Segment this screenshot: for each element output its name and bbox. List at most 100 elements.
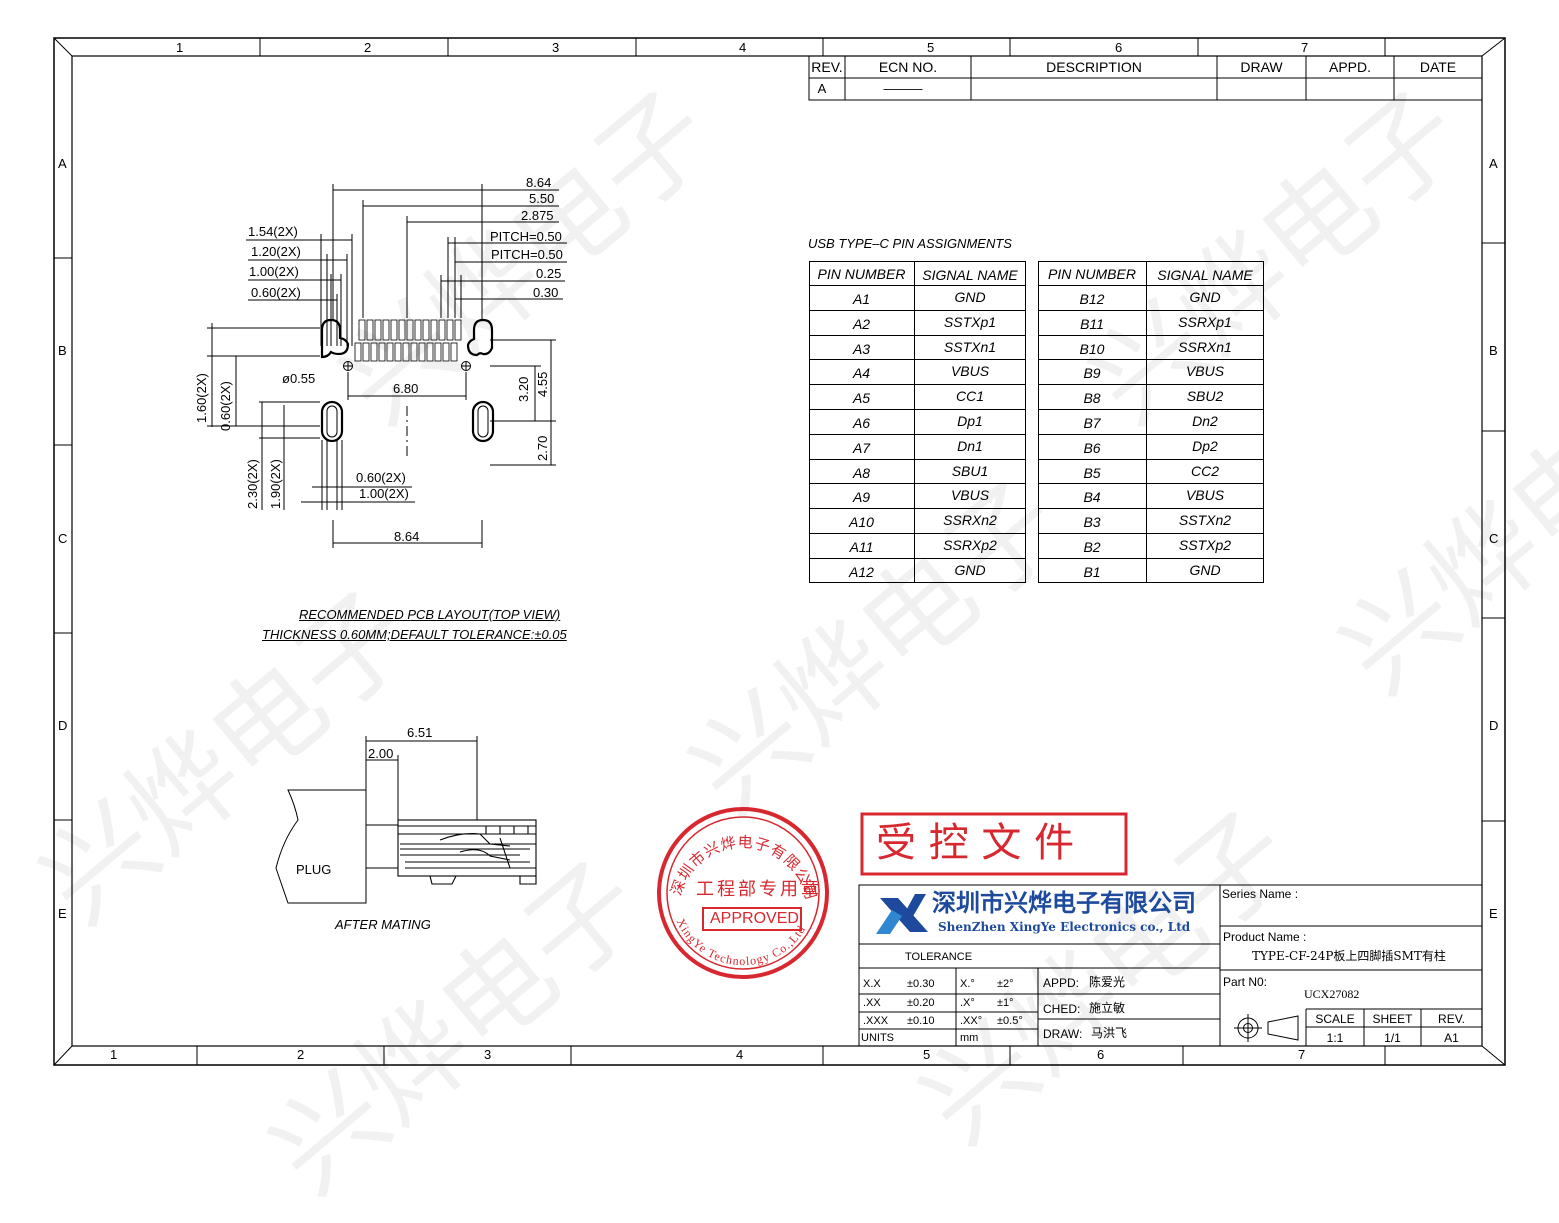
pin-number: B10 xyxy=(1079,340,1105,357)
signal-name: SSRXn2 xyxy=(943,512,997,529)
units-label: UNITS xyxy=(861,1032,894,1044)
dim-5-50: 5.50 xyxy=(529,191,555,206)
pin-right-header-signal: SIGNAL NAME xyxy=(1157,267,1253,283)
pin-number: B6 xyxy=(1083,439,1101,456)
pin-table-left xyxy=(809,261,1026,583)
signal-name: GND xyxy=(954,561,986,578)
pin-row-divider xyxy=(809,483,1026,485)
zone-top-6: 6 xyxy=(1115,40,1123,55)
rev-header-ecn: ECN NO. xyxy=(878,59,938,75)
zone-right-D: D xyxy=(1489,718,1499,733)
part-no-label: Part N0: xyxy=(1223,975,1268,989)
dim-6-51: 6.51 xyxy=(407,725,433,740)
signal-name: VBUS xyxy=(950,363,990,380)
dim-0-25: 0.25 xyxy=(536,266,562,281)
pin-row-divider xyxy=(809,309,1026,311)
pin-row-divider xyxy=(1038,458,1264,460)
dim-2-70: 2.70 xyxy=(535,435,550,461)
dim-0-60: 0.60(2X) xyxy=(251,285,301,300)
pin-row-divider xyxy=(809,334,1026,336)
zone-right-C: C xyxy=(1489,531,1499,546)
controlled-document-label: 受 控 文 件 xyxy=(876,820,1075,866)
zone-bottom-2: 2 xyxy=(297,1047,305,1062)
pin-row-divider xyxy=(809,458,1026,460)
pin-row-divider xyxy=(809,409,1026,410)
product-name-value: TYPE-CF-24P板上四脚插SMT有柱 xyxy=(1252,949,1446,963)
dim-1-60-vert: 1.60(2X) xyxy=(194,373,209,423)
pin-number: A11 xyxy=(849,539,874,555)
signal-name: VBUS xyxy=(950,487,990,504)
rev-row-rev: A xyxy=(817,81,827,96)
watermark: 兴烨电子 xyxy=(246,837,667,1218)
pin-row-divider xyxy=(1038,508,1264,510)
tol-xdeg2-value: ±1° xyxy=(997,997,1014,1009)
pin-number: A9 xyxy=(852,489,871,506)
dim-8-64-bottom: 8.64 xyxy=(394,529,420,544)
pin-number: A2 xyxy=(852,315,871,332)
scale-label: SCALE xyxy=(1315,1012,1355,1026)
draw-name: 马洪飞 xyxy=(1091,1026,1128,1040)
signal-name: SSTXp1 xyxy=(943,313,997,330)
signal-name: Dn1 xyxy=(957,437,983,454)
pin-number: B5 xyxy=(1083,464,1101,481)
zone-left-B: B xyxy=(58,343,67,358)
rev-header-rev: REV. xyxy=(811,59,843,75)
pin-number: B12 xyxy=(1079,291,1105,307)
zone-left-D: D xyxy=(58,718,68,733)
ched-label: CHED: xyxy=(1043,1002,1081,1016)
mating-caption: AFTER MATING xyxy=(335,917,431,932)
pin-row-divider xyxy=(809,433,1026,435)
rev-value: A1 xyxy=(1444,1031,1459,1045)
tol-xxx-value: ±0.20 xyxy=(907,997,935,1009)
tol-xxdeg-label: .XX° xyxy=(960,1015,983,1027)
dim-1-20: 1.20(2X) xyxy=(251,244,301,259)
pin-row-divider xyxy=(1038,483,1264,485)
rev-header-appd: APPD. xyxy=(1328,59,1371,75)
zone-right-B: B xyxy=(1489,343,1498,358)
draw-label: DRAW: xyxy=(1043,1027,1083,1041)
pin-number: A3 xyxy=(852,340,871,357)
signal-name: SSRXp2 xyxy=(943,537,997,553)
dim-1-90-vert: 1.90(2X) xyxy=(268,459,283,509)
pin-number: B4 xyxy=(1083,489,1101,506)
pin-number: B2 xyxy=(1083,539,1101,555)
zone-top-5: 5 xyxy=(927,40,935,55)
series-name-label: Series Name : xyxy=(1222,887,1299,901)
signal-name: SSRXp1 xyxy=(1178,313,1232,330)
rev-row-ecn: ——— xyxy=(883,81,923,96)
pin-number: A12 xyxy=(849,563,874,580)
dim-0-30: 0.30 xyxy=(533,285,559,300)
pin-row-divider xyxy=(1038,309,1264,311)
tol-xxxx-label: .XXX xyxy=(863,1015,889,1027)
signal-name: CC1 xyxy=(955,388,984,405)
pin-row-divider xyxy=(1038,409,1264,410)
pin-number: B7 xyxy=(1083,415,1101,431)
plug-label: PLUG xyxy=(296,862,332,877)
pin-row-divider xyxy=(809,285,1026,286)
signal-name: SSTXn1 xyxy=(943,338,997,355)
pcb-caption: RECOMMENDED PCB LAYOUT(TOP VIEW) xyxy=(299,607,561,622)
pcb-thickness: THICKNESS 0.60MM;DEFAULT TOLERANCE:±0.05 xyxy=(262,627,567,642)
pin-number: A5 xyxy=(852,390,871,407)
signal-name: SSTXp2 xyxy=(1178,537,1232,553)
dim-0-60-vert: 0.60(2X) xyxy=(218,381,233,431)
zone-left-A: A xyxy=(58,156,67,171)
pin-left-header-number: PIN NUMBER xyxy=(817,266,906,282)
zone-bottom-5: 5 xyxy=(923,1047,931,1062)
dim-6-80: 6.80 xyxy=(393,381,419,396)
zone-top-7: 7 xyxy=(1301,40,1309,55)
scale-value: 1:1 xyxy=(1326,1031,1344,1045)
pin-row-divider xyxy=(1038,285,1264,286)
pin-number: A8 xyxy=(852,464,871,481)
signal-name: Dp2 xyxy=(1192,437,1218,454)
pin-row-divider xyxy=(1038,384,1264,386)
zone-right-E: E xyxy=(1489,906,1498,921)
tol-xxx-label: .XX xyxy=(863,997,881,1009)
units-value: mm xyxy=(960,1032,979,1044)
signal-name: VBUS xyxy=(1185,487,1225,504)
pin-row-divider xyxy=(809,359,1026,361)
tol-xdeg-value: ±2° xyxy=(997,978,1014,990)
signal-name: SBU2 xyxy=(1186,388,1224,405)
dim-1-54: 1.54(2X) xyxy=(248,224,298,239)
company-name-en: ShenZhen XingYe Electronics co., Ltd xyxy=(938,920,1191,934)
